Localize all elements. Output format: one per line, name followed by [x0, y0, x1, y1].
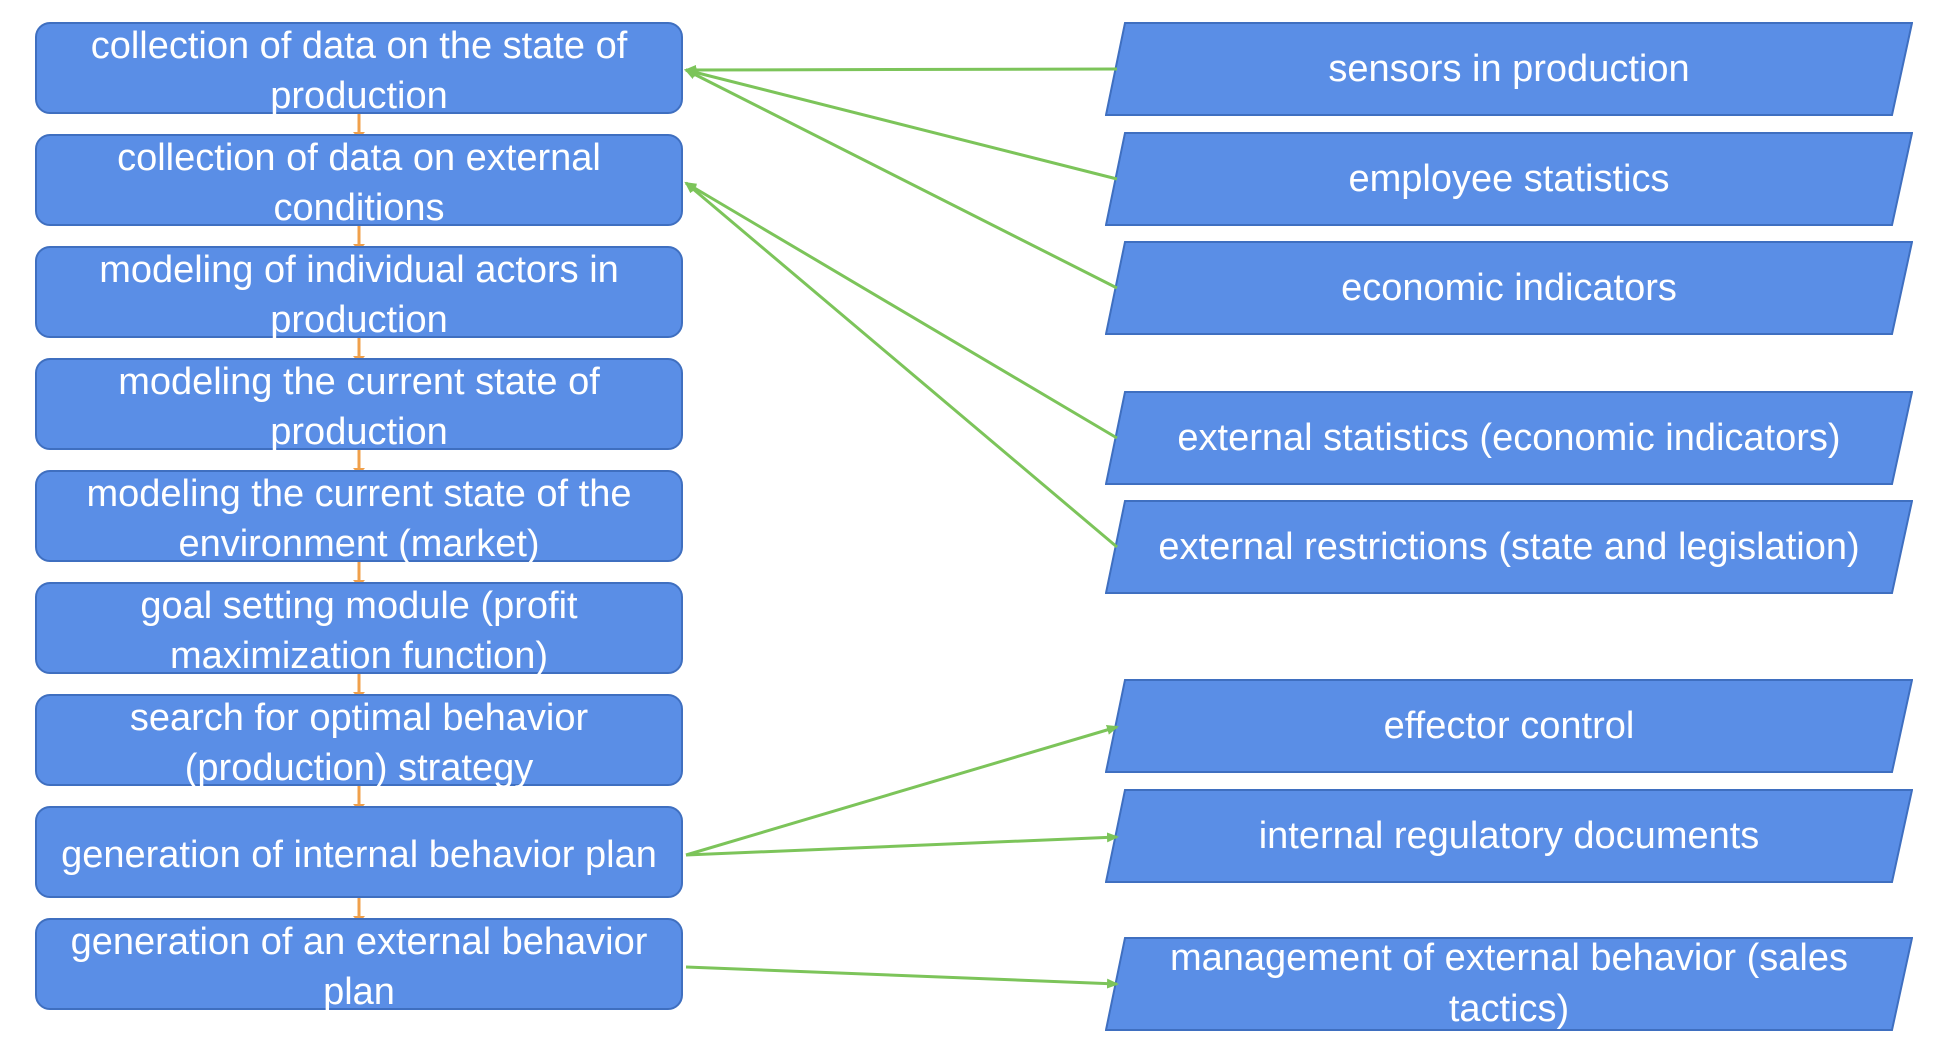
step-model-actors: modeling of individual actors in product…: [35, 246, 683, 341]
item-employee-statistics: employee statistics: [1105, 132, 1913, 226]
step-label: modeling the current state of the enviro…: [86, 473, 632, 565]
item-label: effector control: [1383, 704, 1635, 747]
step-external-plan: generation of an external behavior plan: [35, 918, 683, 1013]
step-label: generation of an external behavior plan: [70, 921, 648, 1013]
step-goal-setting: goal setting module (profit maximization…: [35, 582, 683, 677]
item-sensors-in-production: sensors in production: [1105, 22, 1913, 116]
step-internal-plan: generation of internal behavior plan: [35, 806, 683, 898]
step-label: goal setting module (profit maximization…: [140, 585, 578, 677]
step-label: modeling of individual actors in product…: [99, 249, 619, 341]
item-label: economic indicators: [1341, 266, 1677, 309]
item-label: employee statistics: [1348, 157, 1670, 200]
step-model-production-state: modeling the current state of production: [35, 358, 683, 453]
item-label: management of external behavior (sales t…: [1169, 937, 1849, 1030]
item-label: internal regulatory documents: [1258, 814, 1760, 857]
item-label: sensors in production: [1328, 47, 1690, 90]
item-economic-indicators: economic indicators: [1105, 241, 1913, 335]
item-internal-regulatory-documents: internal regulatory documents: [1105, 789, 1913, 883]
step-label: collection of data on the state of produ…: [90, 25, 628, 117]
item-effector-control: effector control: [1105, 679, 1913, 773]
step-collect-external-data: collection of data on external condition…: [35, 134, 683, 229]
step-label: modeling the current state of production: [118, 361, 600, 453]
step-collect-production-data: collection of data on the state of produ…: [35, 22, 683, 117]
item-label: external restrictions (state and legisla…: [1158, 525, 1860, 568]
item-external-behavior-management: management of external behavior (sales t…: [1105, 937, 1913, 1031]
step-label: search for optimal behavior (production)…: [129, 697, 589, 789]
item-label: external statistics (economic indicators…: [1177, 416, 1841, 459]
parallelogram-shape: [1105, 500, 1913, 594]
item-external-restrictions: external restrictions (state and legisla…: [1105, 500, 1913, 594]
step-search-strategy: search for optimal behavior (production)…: [35, 694, 683, 789]
step-model-environment: modeling the current state of the enviro…: [35, 470, 683, 565]
parallelogram-shape: [1105, 937, 1913, 1031]
item-external-statistics: external statistics (economic indicators…: [1105, 391, 1913, 485]
step-label: collection of data on external condition…: [117, 137, 601, 229]
step-label: generation of internal behavior plan: [61, 834, 657, 876]
